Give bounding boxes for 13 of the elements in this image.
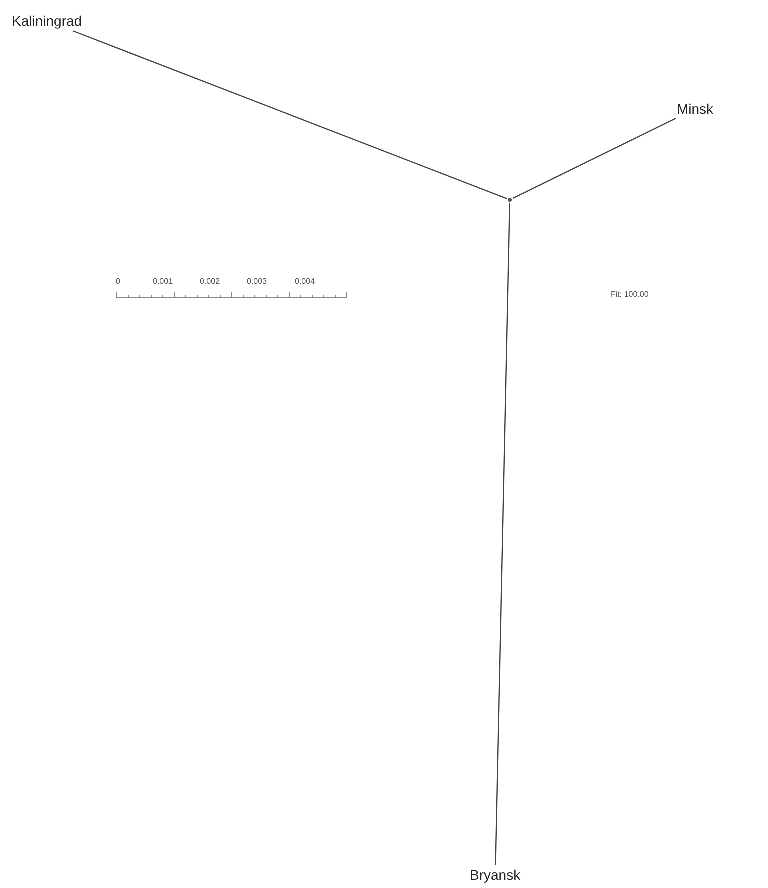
junction-dot [508,198,512,202]
scale-value: 0.004 [295,277,316,287]
scale-value: 0.001 [153,277,174,287]
leaf-label: Bryansk [470,866,521,884]
fit-note: Fit: 100.00 [611,290,649,300]
scale-value: 0 [116,277,120,287]
scale-value: 0.002 [200,277,220,287]
leaf-label: Kaliningrad [12,12,82,30]
leaf-label: Minsk [677,100,714,118]
tree-branch [72,30,508,200]
tree-branch [495,202,511,866]
scale-value: 0.003 [247,277,268,287]
tree-branch [512,118,676,200]
